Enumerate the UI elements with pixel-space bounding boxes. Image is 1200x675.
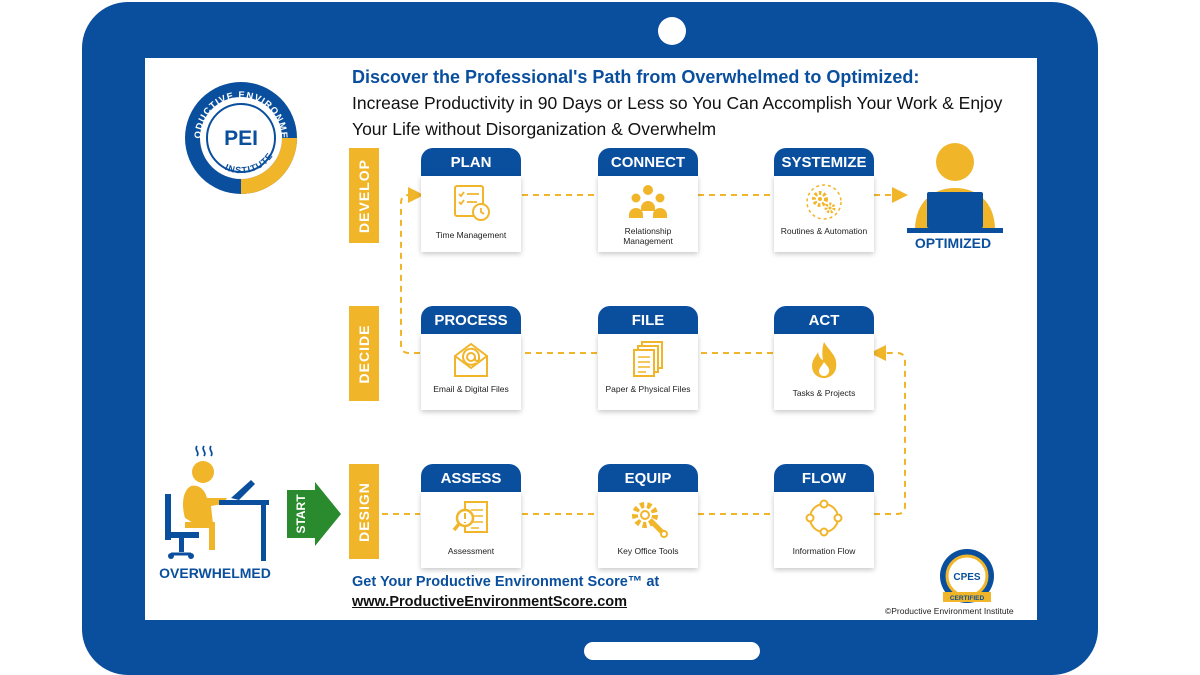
card-plan: PLAN Time Management — [421, 148, 521, 252]
card-process: PROCESS Email & Digital Files — [421, 306, 521, 410]
card-caption: Routines & Automation — [780, 226, 868, 236]
flow-path — [382, 187, 908, 515]
magnify-document-icon — [452, 501, 488, 533]
people-group-icon — [629, 185, 667, 218]
card-caption: Tasks & Projects — [792, 388, 856, 398]
card-caption: Key Office Tools — [617, 546, 679, 556]
start-arrow — [287, 482, 341, 546]
card-act: ACT Tasks & Projects — [774, 306, 874, 410]
badge-center-text: CPES — [953, 572, 981, 583]
card-assess: ASSESS Assessment — [421, 464, 521, 568]
card-file: FILE Paper & Physical Files — [598, 306, 698, 410]
card-connect: CONNECT Relationship Management — [598, 148, 698, 252]
phase-develop: DEVELOP — [349, 148, 379, 243]
card-title: ASSESS — [421, 464, 521, 492]
card-caption: Paper & Physical Files — [605, 384, 691, 394]
checklist-clock-icon — [454, 185, 490, 221]
card-caption: Information Flow — [792, 546, 856, 556]
card-title: ACT — [774, 306, 874, 334]
start-label-wrap: START — [287, 490, 315, 538]
start-label: START — [294, 494, 308, 534]
cpes-badge: CPES CERTIFIED — [940, 549, 994, 603]
page-title: Discover the Professional's Path from Ov… — [352, 67, 920, 87]
overwhelmed-label: OVERWHELMED — [159, 565, 271, 581]
paper-stack-icon — [633, 341, 663, 377]
card-title: PROCESS — [421, 306, 521, 334]
card-title: FLOW — [774, 464, 874, 492]
card-caption: Assessment — [447, 546, 495, 556]
infographic-screen: PRODUCTIVE ENVIRONMENT INSTITUTE PEI Dis… — [145, 58, 1037, 620]
badge-ribbon-text: CERTIFIED — [950, 595, 985, 602]
cta-link[interactable]: www.ProductiveEnvironmentScore.com — [352, 594, 628, 610]
email-at-icon — [454, 342, 488, 377]
card-title: FILE — [598, 306, 698, 334]
optimized-label: OPTIMIZED — [914, 235, 992, 251]
phase-develop-label: DEVELOP — [356, 158, 372, 233]
flame-icon — [812, 342, 837, 378]
card-systemize: SYSTEMIZE Routines & Automation — [774, 148, 874, 252]
copyright: ©Productive Environment Institute — [885, 606, 1014, 616]
overwhelmed-person-icon — [165, 445, 269, 561]
card-title: CONNECT — [598, 148, 698, 176]
card-equip: EQUIP Key Office Tools — [598, 464, 698, 568]
home-button-bar — [584, 642, 760, 660]
cycle-arrows-icon — [805, 499, 843, 537]
phase-design-label: DESIGN — [356, 481, 372, 542]
card-caption: Relationship Management — [623, 226, 673, 246]
card-caption: Time Management — [435, 230, 507, 240]
phase-decide-label: DECIDE — [356, 324, 372, 383]
gear-wrench-icon — [632, 502, 668, 538]
card-flow: FLOW Information Flow — [774, 464, 874, 568]
card-title: EQUIP — [598, 464, 698, 492]
card-caption: Email & Digital Files — [433, 384, 509, 394]
phase-decide: DECIDE — [349, 306, 379, 401]
gears-icon — [806, 184, 842, 220]
cta-text: Get Your Productive Environment Score™ a… — [352, 574, 660, 590]
card-title: PLAN — [421, 148, 521, 176]
logo-center-text: PEI — [224, 127, 258, 150]
phase-design: DESIGN — [349, 464, 379, 559]
card-title: SYSTEMIZE — [774, 148, 874, 176]
camera-dot — [658, 17, 686, 45]
page-subtitle: Increase Productivity in 90 Days or Less… — [352, 93, 1003, 139]
pei-logo: PRODUCTIVE ENVIRONMENT INSTITUTE PEI — [181, 78, 297, 194]
optimized-person-icon — [907, 143, 1003, 233]
